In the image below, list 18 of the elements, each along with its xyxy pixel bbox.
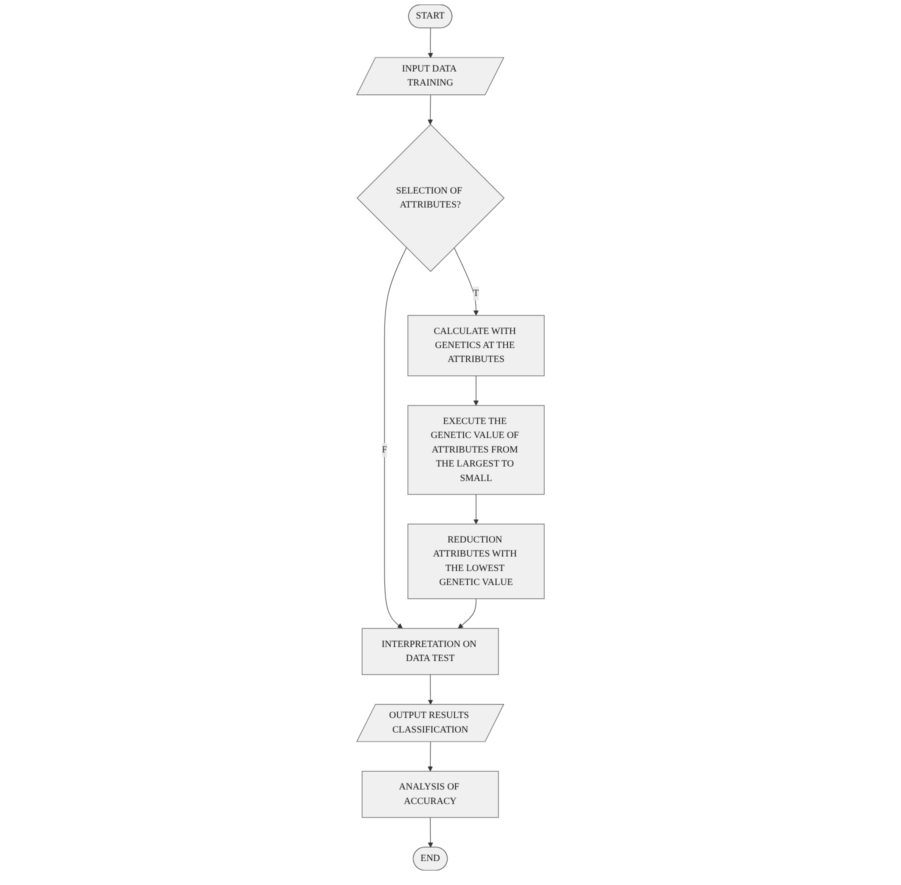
edge-label: F <box>382 444 388 455</box>
arrow <box>473 376 479 406</box>
node-diamond: SELECTION OF ATTRIBUTES? <box>356 124 504 272</box>
arrow <box>428 28 434 58</box>
arrow <box>473 494 479 524</box>
arrow <box>428 94 433 125</box>
node-box: REDUCTION ATTRIBUTES WITH THE LOWEST GENETIC VALUE <box>408 524 545 600</box>
node-box: CALCULATE WITH GENETICS AT THE ATTRIBUTES <box>408 315 545 376</box>
arrow <box>384 247 407 629</box>
node-box: EXECUTE THE GENETIC VALUE OF ATTRIBUTES FROM THE LARGEST TO SMALL <box>408 405 545 495</box>
arrow <box>428 817 434 848</box>
node-box: ANALYSIS OF ACCURACY <box>362 770 499 818</box>
node-box: INTERPRETATION ON DATA TEST <box>362 628 499 675</box>
arrow <box>458 598 476 629</box>
arrow <box>428 674 434 705</box>
arrow <box>454 247 479 316</box>
edge-label: T <box>473 288 479 298</box>
arrow <box>428 742 433 772</box>
